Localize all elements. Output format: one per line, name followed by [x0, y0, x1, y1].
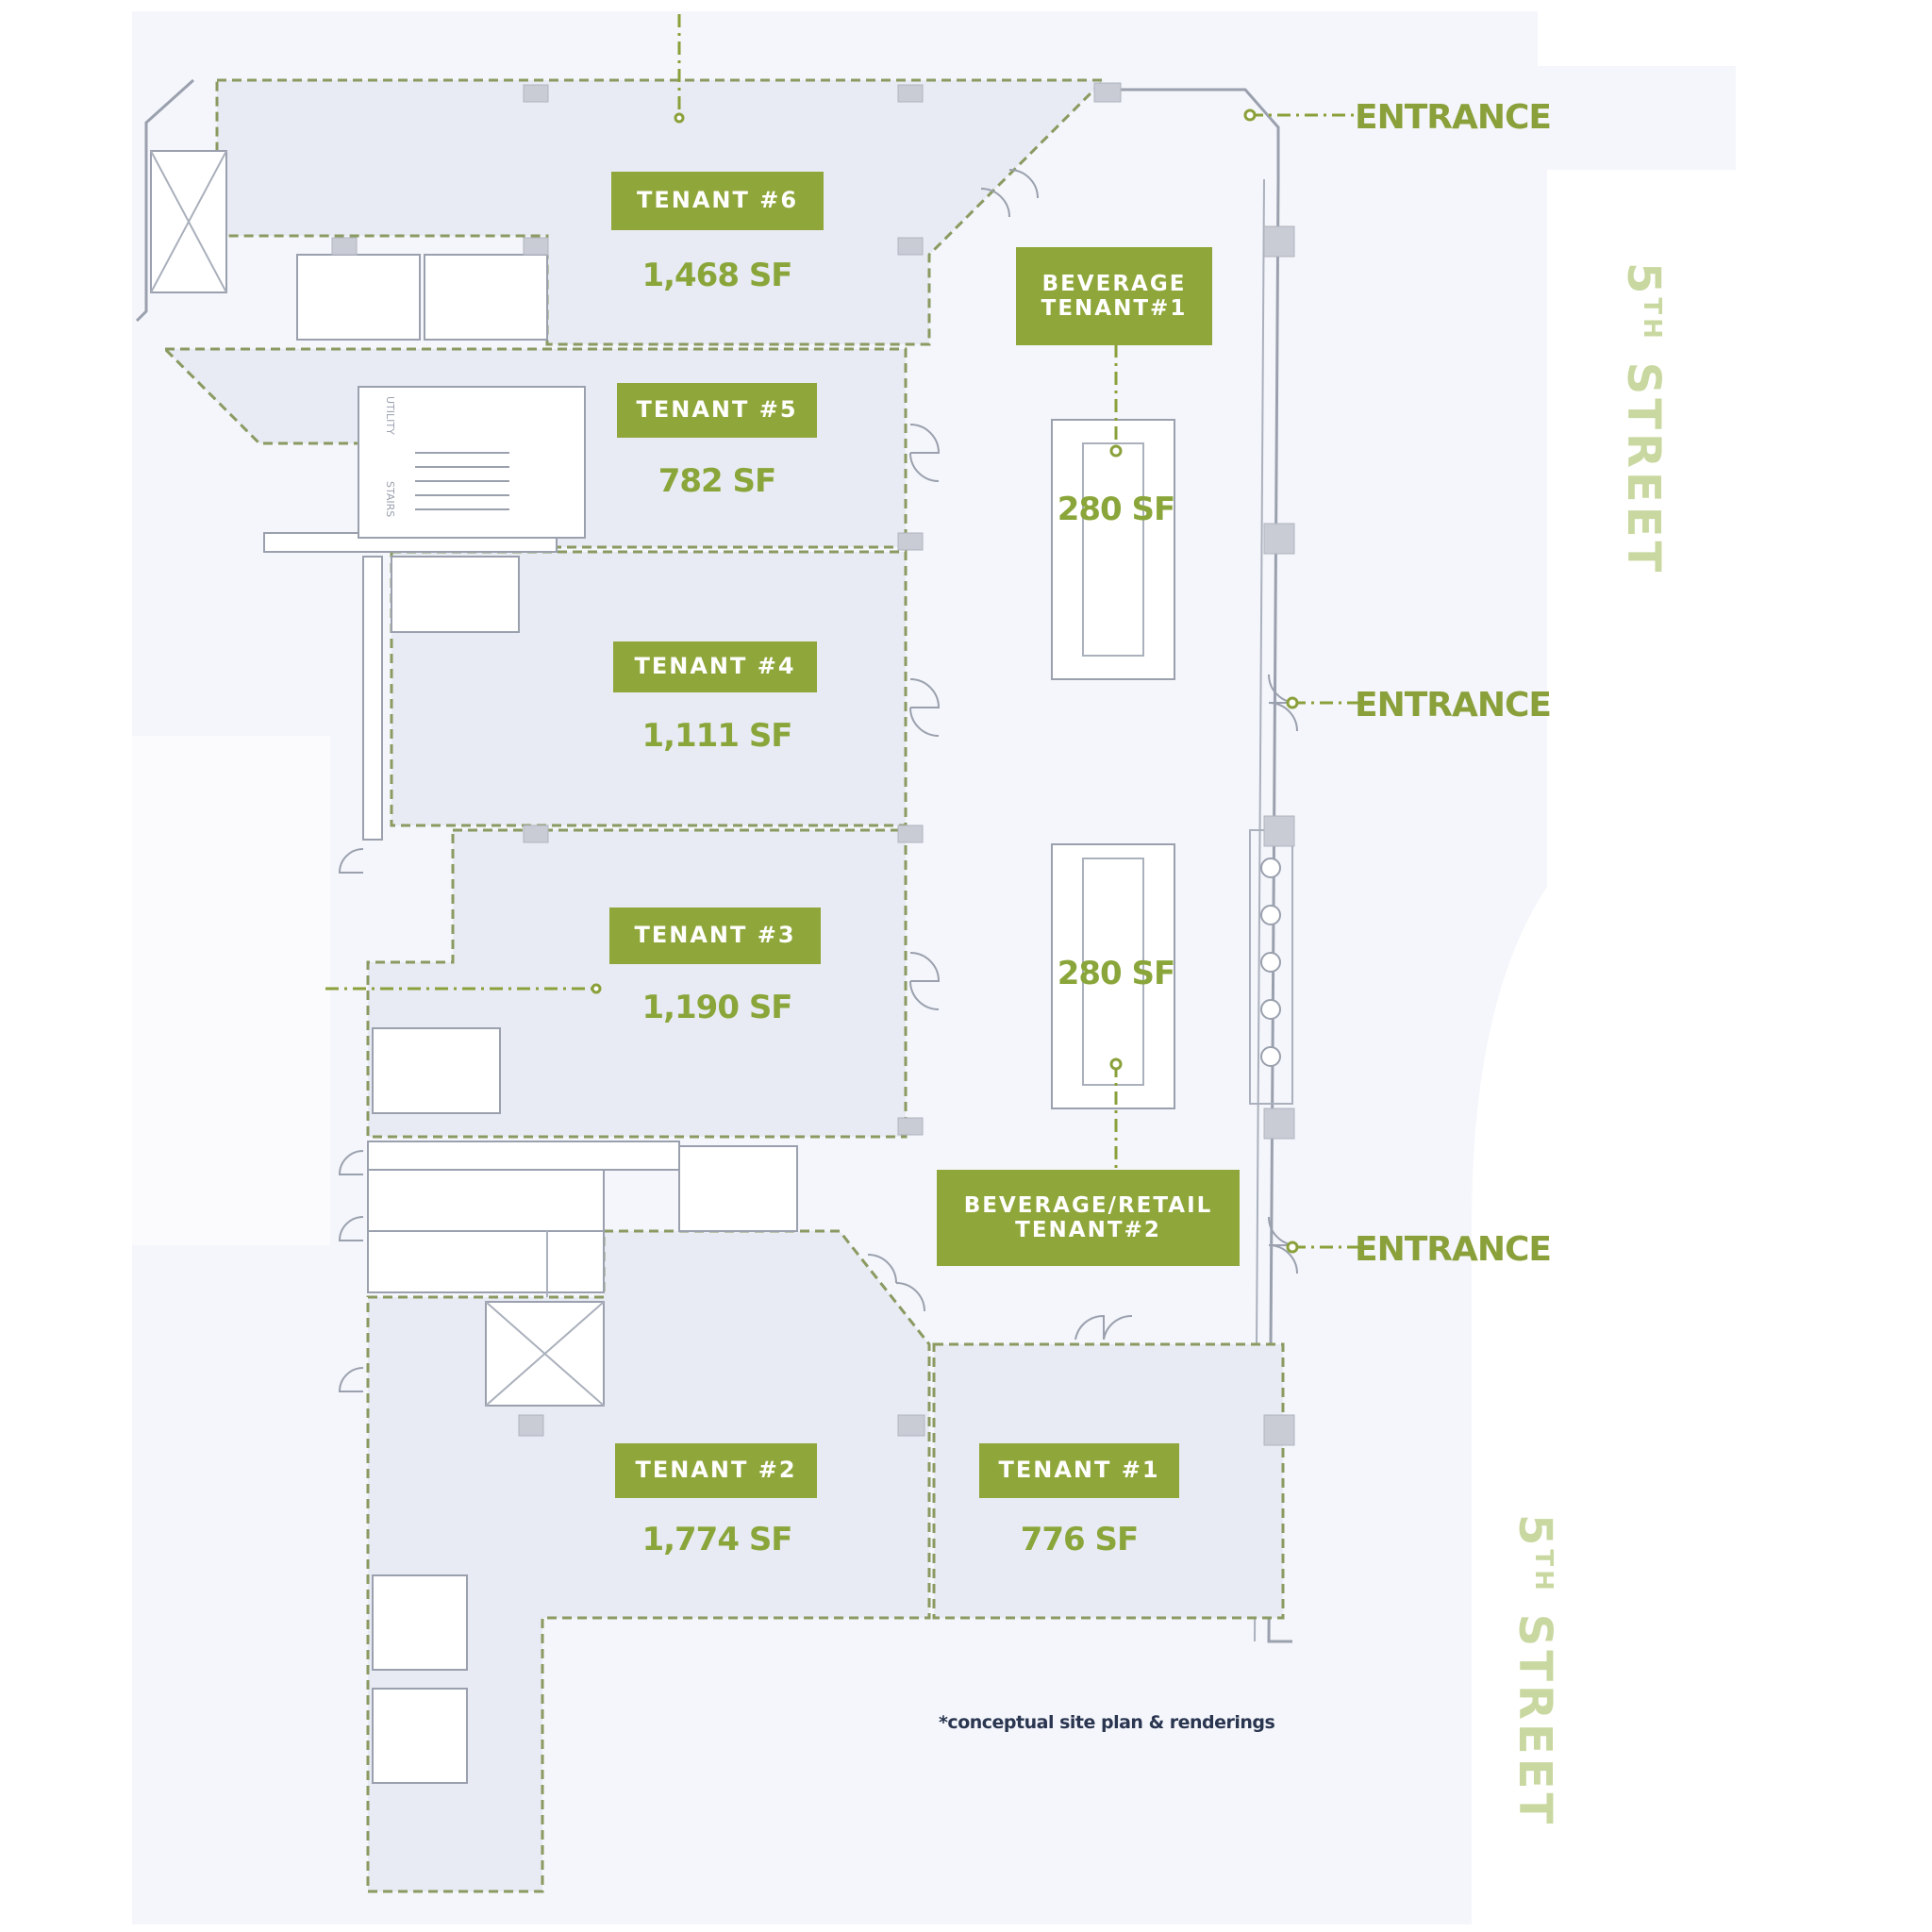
street-lower-name: STREET	[1508, 1613, 1561, 1828]
disclaimer-text: *conceptual site plan & renderings	[939, 1712, 1275, 1733]
restroom-center	[678, 1145, 798, 1232]
kiosk-beverage-1	[1051, 419, 1175, 680]
beverage-tenant-2-line2: TENANT#2	[1015, 1218, 1161, 1242]
tenant-3-label: TENANT #3	[609, 908, 821, 964]
street-lower-number: 5	[1508, 1514, 1561, 1550]
beverage-tenant-1-label: BEVERAGE TENANT#1	[1016, 247, 1212, 345]
beverage-tenant-1-line1: BEVERAGE	[1041, 271, 1187, 296]
beverage-tenant-2-line1: BEVERAGE/RETAIL	[963, 1192, 1213, 1218]
tenant-6-area: 1,468 SF	[641, 257, 792, 294]
street-upper-number: 5	[1617, 262, 1670, 298]
utility-label: UTILITY	[384, 396, 396, 435]
beverage-tenant-2-area: 280 SF	[1057, 955, 1176, 992]
street-label-upper: 5TH STREET	[1617, 262, 1670, 575]
beverage-tenant-1-line2: TENANT#1	[1041, 296, 1188, 321]
tenant-1-area: 776 SF	[1020, 1521, 1140, 1558]
beverage-tenant-2-label: BEVERAGE/RETAIL TENANT#2	[937, 1170, 1240, 1266]
stairs-label: STAIRS	[384, 481, 396, 518]
entrance-label-top: ENTRANCE	[1355, 98, 1552, 137]
beverage-tenant-1-area: 280 SF	[1057, 491, 1176, 528]
street-upper-suffix: TH	[1638, 297, 1666, 342]
tenant-1-label: TENANT #1	[979, 1443, 1179, 1498]
stair-core	[358, 386, 586, 539]
street-label-lower: 5TH STREET	[1508, 1514, 1561, 1827]
building-outline	[1099, 88, 1292, 1643]
site-notch	[132, 736, 330, 1245]
tenant-2-area: 1,774 SF	[641, 1521, 792, 1558]
tenant-3-area: 1,190 SF	[641, 989, 792, 1026]
tenant-4-label: TENANT #4	[613, 641, 817, 692]
tenant-2-label: TENANT #2	[615, 1443, 817, 1498]
tenant-4-area: 1,111 SF	[641, 717, 792, 755]
street-lower-suffix: TH	[1529, 1549, 1557, 1594]
entrance-label-bottom: ENTRANCE	[1355, 1230, 1552, 1269]
tenant-5-label: TENANT #5	[617, 383, 817, 438]
entrance-label-middle: ENTRANCE	[1355, 686, 1552, 724]
street-upper-name: STREET	[1617, 361, 1670, 576]
tenant-5-area: 782 SF	[658, 462, 777, 500]
tenant-6-label: TENANT #6	[611, 172, 824, 230]
